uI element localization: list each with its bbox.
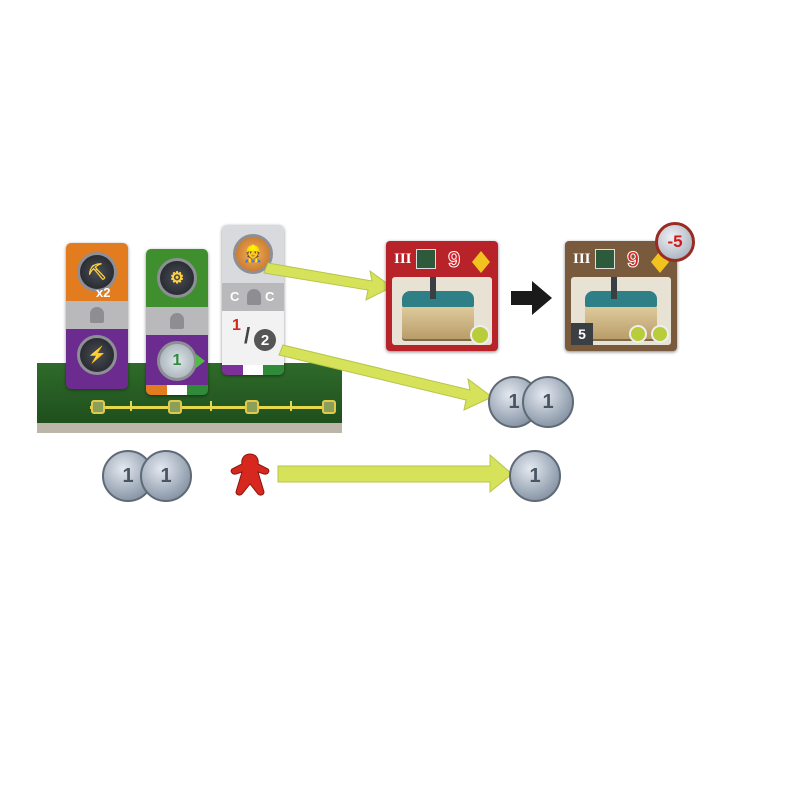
lightning-icon (472, 251, 490, 273)
tile-level: III (394, 251, 412, 267)
worker-card-top: ⚙ (146, 249, 208, 307)
board-slot[interactable] (91, 400, 105, 414)
pickaxe-icon: ⛏ (77, 252, 117, 292)
arrow-right-icon (196, 354, 205, 368)
board-slot[interactable] (245, 400, 259, 414)
arrow-to-single-coin (277, 453, 513, 494)
penalty-value: -5 (667, 232, 683, 251)
factory-tile-before[interactable]: III 9 (386, 241, 498, 351)
meeple-slot-icon (170, 313, 184, 329)
coin[interactable]: 1 (522, 376, 574, 428)
coin[interactable]: 1 (140, 450, 192, 502)
resource-icon (651, 325, 669, 343)
tile-power: 9 (447, 247, 461, 273)
arrow-to-coins-pair (278, 344, 493, 411)
worker-card-top: ⛏ x2 (66, 243, 128, 301)
factory-roof (402, 291, 474, 307)
resource-icon (629, 325, 647, 343)
tower-icon (595, 249, 615, 269)
tower-icon (416, 249, 436, 269)
penalty-badge: -5 (655, 222, 695, 262)
mid-right-label: C (265, 289, 275, 304)
coin-value: 1 (122, 464, 134, 487)
coin[interactable]: 1 (509, 450, 561, 502)
worker-card-bottom: 1 / 2 (222, 311, 284, 371)
chimney (611, 277, 617, 299)
gear-icon: ⚙ (157, 258, 197, 298)
tile-power: 9 (626, 247, 640, 273)
worker-card-3[interactable]: 👷 C C 1 / 2 (222, 225, 284, 375)
worker-card-stripes (222, 365, 284, 375)
coin-value: 1 (160, 464, 172, 487)
mid-left-label: C (230, 289, 240, 304)
worker-card-2[interactable]: ⚙ 1 (146, 249, 208, 395)
lightning-icon: ⚡ (77, 335, 117, 375)
meeple-slot-icon (247, 289, 261, 305)
board-track-tick (130, 401, 132, 411)
workers-value: 5 (571, 323, 593, 345)
factory-roof (585, 291, 657, 307)
game-board-edge (37, 423, 342, 433)
board-slot[interactable] (322, 400, 336, 414)
board-track-tick (210, 401, 212, 411)
board-slot[interactable] (168, 400, 182, 414)
coin-value: 1 (529, 464, 541, 487)
chimney (430, 277, 436, 299)
arrow-to-factory (263, 262, 393, 301)
meeple-slot-icon (90, 307, 104, 323)
worker-card-stripes (146, 385, 208, 395)
worker-card-bottom: ⚡ (66, 329, 128, 389)
fraction-top: 1 (232, 317, 241, 334)
factory-tile-after[interactable]: III 9 5 (565, 241, 677, 351)
multiplier-label: x2 (96, 285, 111, 300)
coin-value: 1 (542, 390, 554, 413)
board-track-tick (290, 401, 292, 411)
value-one-icon: 1 (157, 341, 197, 381)
fraction-slash: / (244, 323, 251, 348)
worker-card-1[interactable]: ⛏ x2 ⚡ (66, 243, 128, 389)
resource-icon (470, 325, 490, 345)
bottom-value: 1 (172, 352, 182, 369)
tile-level: III (573, 251, 591, 267)
coin-value: 1 (508, 390, 520, 413)
fraction-bottom: 2 (254, 329, 276, 351)
meeple-icon[interactable] (230, 452, 270, 496)
arrow-black-transform (511, 281, 552, 315)
